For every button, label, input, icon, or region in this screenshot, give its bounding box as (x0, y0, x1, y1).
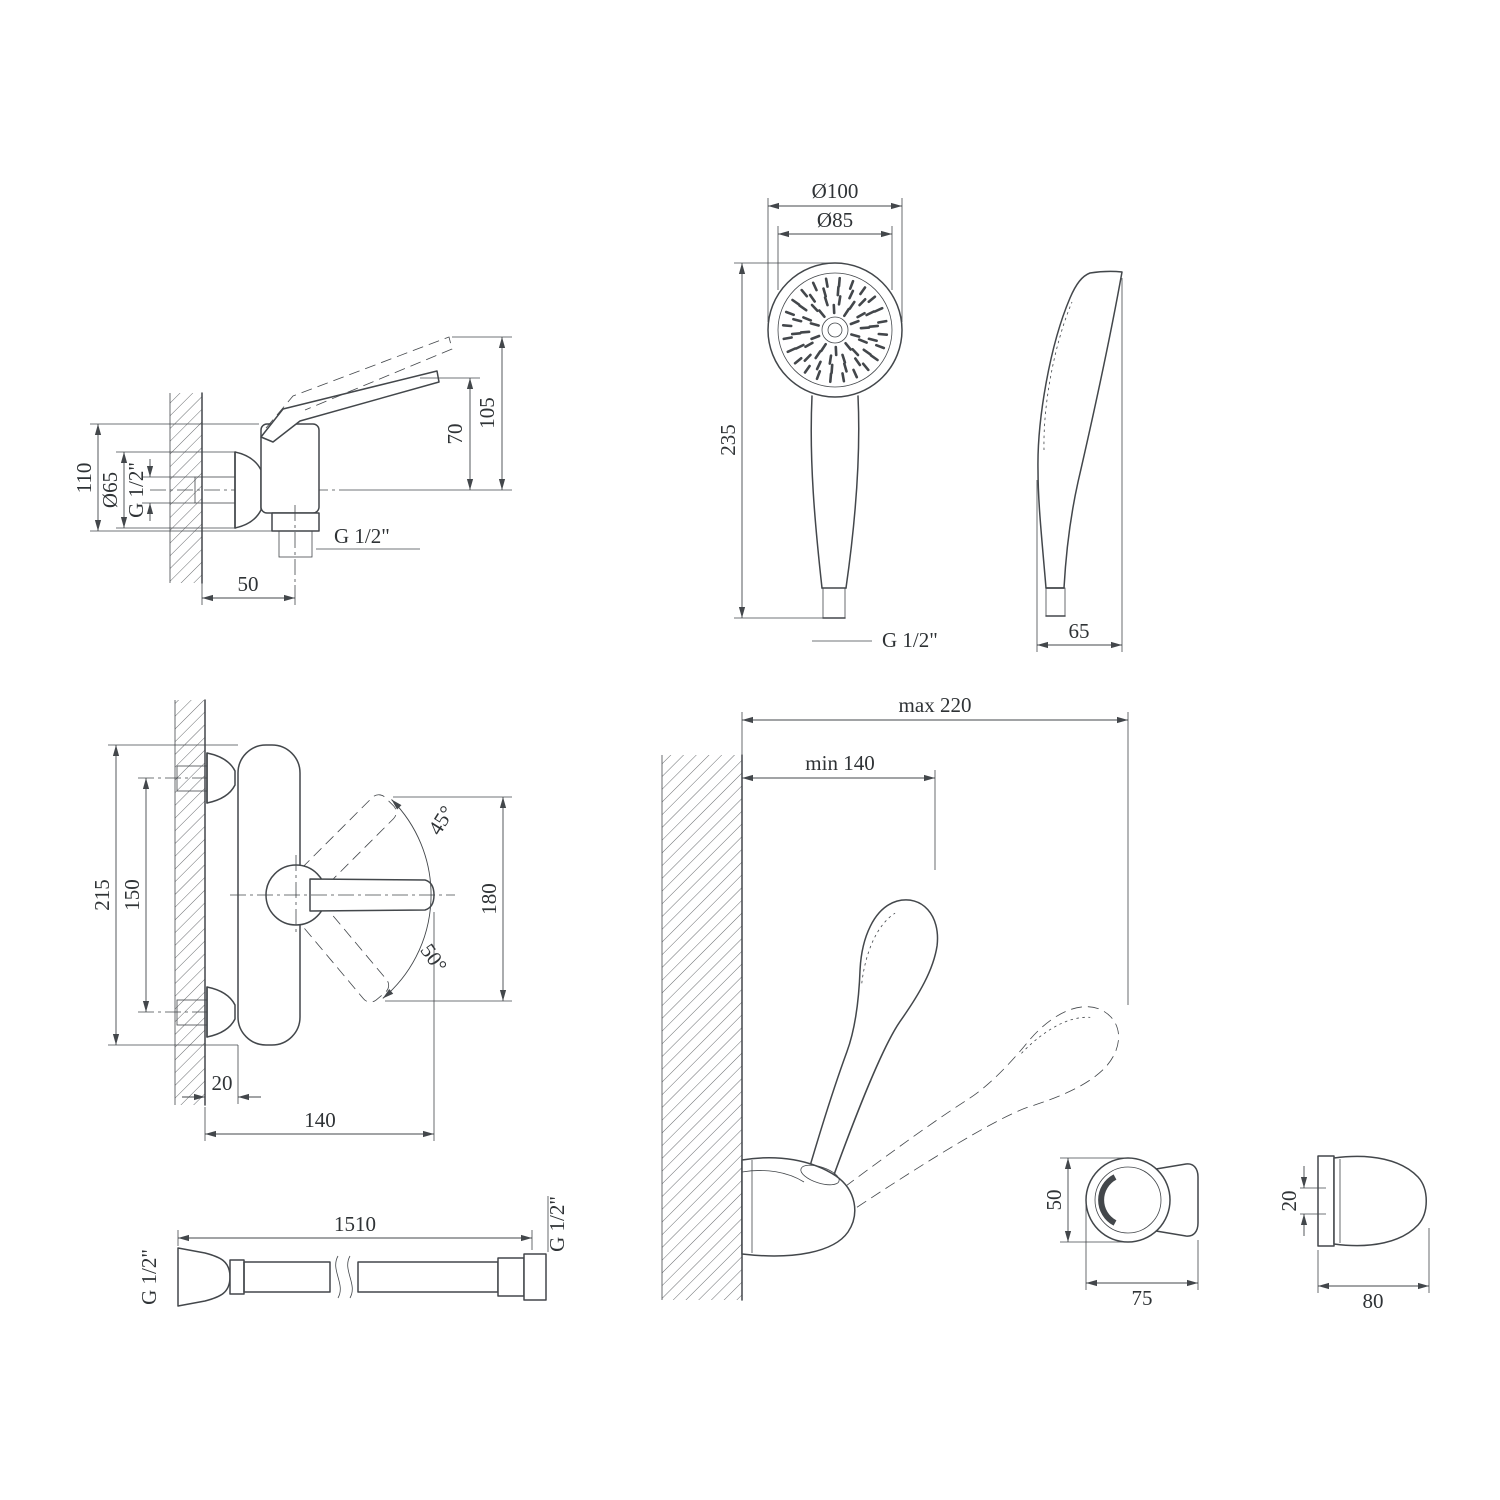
handset-raised-position (817, 1006, 1119, 1226)
handset-profile (1037, 270, 1123, 589)
holder-side-view: 50 75 (1042, 1157, 1199, 1310)
hose-cone-nut (177, 1247, 231, 1307)
wall-hatch (170, 393, 202, 583)
dim-lever-max-height-label: 105 (475, 397, 499, 429)
dim-body-height-label: 215 (90, 879, 114, 911)
holder-ring (1085, 1157, 1171, 1243)
swivel-arc (382, 799, 432, 999)
dim-wall-offset-label: 20 (212, 1071, 233, 1095)
dim-spout-span-label: 180 (477, 883, 501, 915)
dim-spout-length-label: 140 (304, 1108, 336, 1132)
dim-handset-length-label: 235 (716, 424, 740, 456)
dim-holder-back-width-label: 80 (1363, 1289, 1384, 1313)
holder-mount-plate (1317, 1155, 1335, 1247)
dim-min-reach-label: min 140 (805, 751, 874, 775)
dim-hose-thread-right-label: G 1/2" (545, 1196, 569, 1252)
holder-back-view: 20 80 (1277, 1155, 1430, 1313)
dim-hose-thread-left-label: G 1/2" (137, 1249, 161, 1305)
handset-thread-side (1045, 587, 1066, 617)
lever-handle (260, 370, 440, 443)
hose-section-left (243, 1261, 331, 1293)
outlet-step (271, 512, 320, 532)
dim-outlet-offset-label: 50 (238, 572, 259, 596)
escutcheon-bottom (206, 986, 236, 1038)
dim-escutcheon-diameter-label: Ø65 (98, 472, 122, 508)
wall-hatch (662, 755, 742, 1300)
hose-view: 1510 G 1/2" G 1/2" (137, 1196, 569, 1307)
dim-hose-length-label: 1510 (334, 1212, 376, 1236)
dim-inlet-thread-label: G 1/2" (124, 462, 148, 518)
dim-head-depth-label: 65 (1069, 619, 1090, 643)
dim-centers-distance-label: 150 (120, 879, 144, 911)
mixer-front-view: 45° 50° 215 150 180 20 140 (90, 699, 512, 1141)
shower-head-outer (767, 262, 903, 398)
mixer-side-view: 110 Ø65 G 1/2" 70 105 50 G 1/2" (72, 336, 512, 605)
holder-clip (1098, 1174, 1117, 1226)
handset-in-holder (790, 899, 939, 1237)
dim-head-face-diameter-label: Ø85 (817, 208, 853, 232)
escutcheon-top (206, 752, 236, 804)
dim-swivel-up-angle-label: 45° (423, 801, 459, 839)
lever-handle-raised (265, 336, 453, 429)
dim-handset-thread-label: G 1/2" (882, 628, 938, 652)
holder-assembly-view: max 220 min 140 (661, 693, 1129, 1301)
dim-head-outer-diameter-label: Ø100 (812, 179, 859, 203)
hose-section-right (357, 1261, 499, 1293)
wall-holder-cup (741, 1157, 856, 1257)
handset-handle (810, 395, 823, 589)
outlet-thread (278, 530, 313, 558)
handset-side-view: 65 (1036, 270, 1123, 652)
spray-nozzles (781, 276, 889, 384)
dim-holder-width-label: 75 (1132, 1286, 1153, 1310)
hose-end-fitting (497, 1257, 525, 1297)
holder-bell-body (1333, 1155, 1427, 1247)
dim-lever-height-label: 70 (443, 424, 467, 445)
handset-thread (822, 587, 846, 619)
shower-head-face (777, 272, 893, 388)
escutcheon (234, 451, 262, 529)
handset-front-view: Ø100 Ø85 235 G 1/2" (716, 179, 938, 652)
dim-screw-spacing-label: 20 (1277, 1191, 1301, 1212)
dim-holder-height-label: 50 (1042, 1190, 1066, 1211)
hose-break (335, 1255, 341, 1299)
dim-mixer-height-label: 110 (72, 463, 96, 494)
wall-hatch (175, 700, 205, 1105)
dim-max-reach-label: max 220 (899, 693, 972, 717)
dim-outlet-thread-label: G 1/2" (334, 524, 390, 548)
